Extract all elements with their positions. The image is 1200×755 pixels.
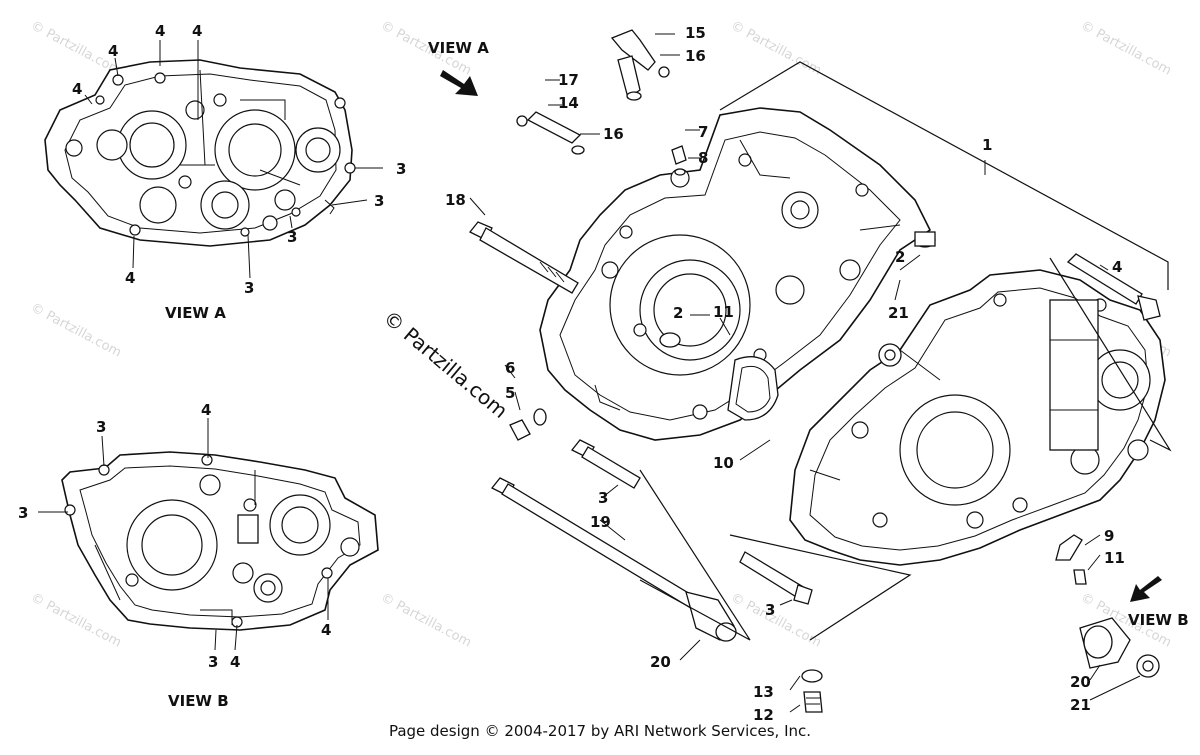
callout-9: 9 [1104, 527, 1114, 545]
callout-20: 20 [650, 653, 671, 671]
copyright-mark: © Partzilla.com [379, 305, 513, 423]
callout-16: 16 [603, 125, 624, 143]
watermark-text: © Partzilla.com [728, 18, 824, 78]
callout-4: 4 [155, 22, 165, 40]
callout-19: 19 [590, 513, 611, 531]
part-3-bolt [570, 439, 641, 489]
crankcase-left-half [539, 107, 936, 441]
callout-1: 1 [982, 136, 992, 154]
callout-10: 10 [713, 454, 734, 472]
watermark-text: © Partzilla.com [378, 590, 474, 650]
callout-15: 15 [685, 24, 706, 42]
view-a-title: VIEW A [165, 304, 226, 322]
part-7-fitting [671, 145, 687, 176]
callout-3: 3 [208, 653, 218, 671]
view-a-crankcase [44, 59, 356, 247]
callout-17: 17 [558, 71, 579, 89]
callout-18: 18 [445, 191, 466, 209]
callout-3: 3 [374, 192, 384, 210]
part-18-bolt [468, 221, 579, 294]
view-b-arrow-label: VIEW B [1128, 611, 1189, 629]
callout-2: 2 [895, 248, 905, 266]
page-footer: Page design © 2004-2017 by ARI Network S… [388, 722, 812, 740]
callout-5: 5 [505, 384, 515, 402]
part-19-bolt [490, 477, 737, 642]
callout-11: 11 [1104, 549, 1125, 567]
callout-7: 7 [698, 123, 708, 141]
callout-4: 4 [108, 42, 118, 60]
callout-21: 21 [1070, 696, 1091, 714]
view-b-crankcase [61, 451, 379, 631]
callout-13: 13 [753, 683, 774, 701]
part-4-bolt [1066, 253, 1161, 321]
callout-3: 3 [765, 601, 775, 619]
leader-lines [38, 33, 1141, 713]
callout-4: 4 [192, 22, 202, 40]
watermark-text: © Partzilla.com [28, 300, 124, 360]
watermark-text: © Partzilla.com [1078, 18, 1174, 78]
crankcase-right-half [789, 269, 1166, 566]
view-a-arrow [440, 70, 478, 96]
callout-21: 21 [888, 304, 909, 322]
view-a-arrow-label: VIEW A [428, 39, 489, 57]
view-b-title: VIEW B [168, 692, 229, 710]
part-5-bolt [509, 408, 547, 441]
callout-8: 8 [698, 149, 708, 167]
assembly-bracket [719, 61, 1169, 290]
callout-3: 3 [287, 228, 297, 246]
part-12-drain-bolt [801, 669, 823, 713]
callout-16: 16 [685, 47, 706, 65]
callout-3: 3 [96, 418, 106, 436]
part-3-lower-bolt [739, 551, 813, 605]
callout-4: 4 [1112, 258, 1122, 276]
callout-12: 12 [753, 706, 774, 724]
callout-3: 3 [18, 504, 28, 522]
callout-20: 20 [1070, 673, 1091, 691]
callout-4: 4 [72, 80, 82, 98]
callout-4: 4 [321, 621, 331, 639]
part-14-pin [516, 111, 585, 155]
part-15-shaft [610, 29, 670, 101]
callout-2: 2 [673, 304, 683, 322]
part-20-sleeve [1079, 617, 1160, 678]
callout-4: 4 [201, 401, 211, 419]
callout-11: 11 [713, 303, 734, 321]
assembly-bracket [1049, 257, 1172, 452]
part-9-bracket [1055, 534, 1087, 585]
callout-4: 4 [230, 653, 240, 671]
assembly-line [639, 469, 751, 641]
callout-3: 3 [244, 279, 254, 297]
view-b-arrow [1130, 576, 1162, 602]
assembly-line [729, 534, 912, 641]
callout-4: 4 [125, 269, 135, 287]
callout-3: 3 [396, 160, 406, 178]
callout-14: 14 [558, 94, 579, 112]
callout-3: 3 [598, 489, 608, 507]
callout-6: 6 [505, 359, 515, 377]
